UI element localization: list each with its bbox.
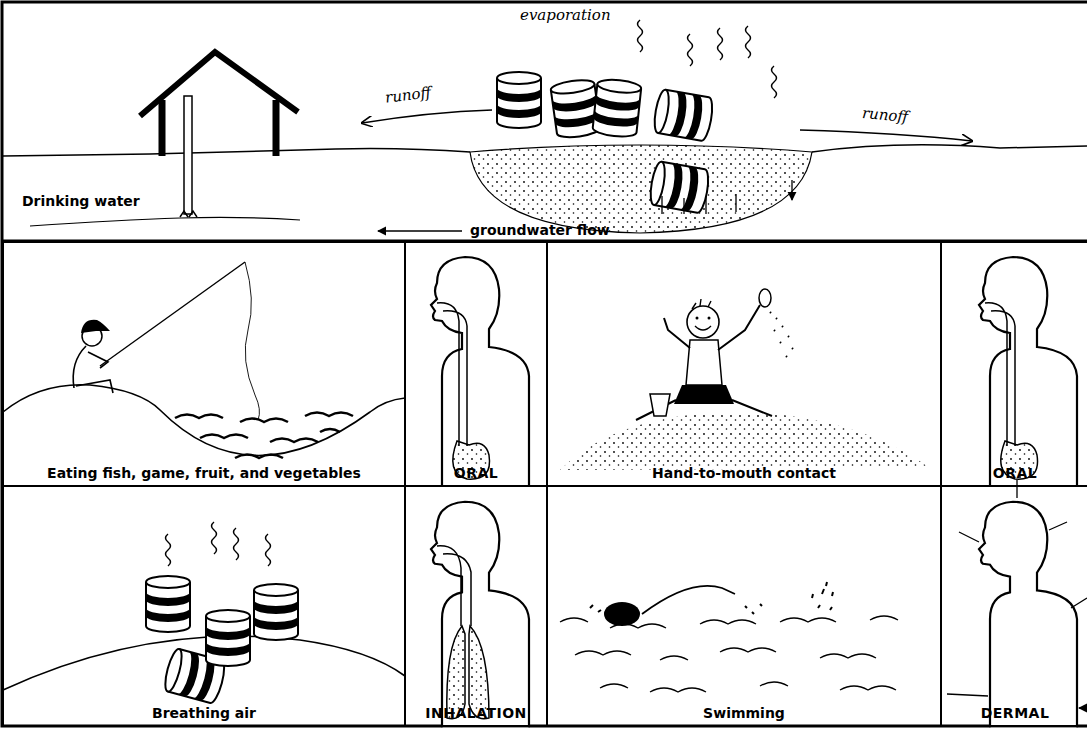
child-shorts — [674, 385, 734, 404]
child-limbs — [636, 305, 772, 420]
route-box: ORAL — [940, 241, 1087, 487]
child-face — [692, 299, 711, 330]
sand-pile — [560, 412, 930, 470]
ground-line — [3, 145, 1087, 156]
skin-arrow — [947, 480, 1087, 708]
body — [431, 502, 529, 728]
trachea — [437, 546, 471, 626]
child-shirt — [686, 340, 722, 385]
runoff-arrow — [362, 110, 492, 123]
vapor — [266, 534, 271, 566]
process-label: evaporation — [520, 6, 611, 24]
exposure-panel: Swimming — [546, 485, 942, 727]
panel-caption: Breathing air — [6, 705, 402, 722]
panel-caption: Hand-to-mouth contact — [550, 465, 938, 482]
drum — [206, 610, 250, 666]
lake-bank — [3, 385, 405, 456]
route-box: ORAL — [404, 241, 548, 487]
oral-figure — [431, 257, 529, 486]
drum — [652, 89, 715, 142]
panel-caption: Eating fish, game, fruit, and vegetables — [6, 465, 402, 482]
vapor — [234, 528, 239, 560]
child-eye — [708, 317, 711, 320]
bucket — [650, 394, 670, 416]
body — [431, 257, 529, 486]
swimmer-arm — [642, 586, 735, 614]
exposure-panel: Breathing air — [2, 485, 406, 727]
fisher-cap — [81, 320, 110, 333]
lung — [447, 626, 465, 719]
body — [979, 502, 1077, 728]
dermal-figure — [947, 480, 1087, 727]
contaminated-soil — [470, 145, 812, 233]
flow-label: runoff — [861, 104, 909, 126]
fisher-body — [73, 346, 113, 393]
oral-figure — [979, 257, 1077, 486]
inhalation-figure — [431, 502, 529, 728]
fishing-line — [245, 262, 259, 420]
house-wall — [162, 100, 276, 156]
route-label: INHALATION — [408, 705, 544, 722]
esophagus — [985, 303, 1015, 446]
route-label: DERMAL — [944, 705, 1086, 722]
water-table — [30, 217, 300, 226]
buried-drum — [648, 161, 711, 214]
exposure-panel: Hand-to-mouth contact — [546, 241, 942, 487]
well-intake — [180, 211, 197, 217]
vapor — [166, 534, 171, 566]
flow-label: runoff — [384, 83, 432, 106]
water-waves — [175, 413, 353, 459]
leak-arrow — [662, 180, 792, 214]
route-label: ORAL — [944, 465, 1086, 482]
drum — [146, 576, 190, 632]
vapor — [718, 28, 723, 60]
groundwater-arrow — [378, 230, 462, 231]
vapor — [212, 522, 217, 554]
water-waves — [560, 616, 898, 692]
shovel — [759, 289, 771, 307]
route-label: ORAL — [408, 465, 544, 482]
exposure-panel: Eating fish, game, fruit, and vegetables — [2, 241, 406, 487]
vapor — [772, 66, 777, 98]
vapor — [638, 20, 643, 52]
drum — [497, 72, 541, 128]
vapor — [688, 34, 693, 66]
esophagus — [437, 303, 467, 446]
sand-spray — [770, 312, 793, 357]
fishing-rod — [100, 262, 245, 366]
flow-label: groundwater flow — [470, 222, 610, 238]
drum — [592, 78, 642, 138]
child-head — [687, 306, 719, 338]
drum — [254, 584, 298, 640]
splash — [590, 582, 833, 614]
vapor — [746, 26, 751, 58]
child-eye — [696, 317, 699, 320]
swimmer-head — [604, 602, 640, 626]
lung — [469, 626, 489, 719]
route-box: INHALATION — [404, 485, 548, 727]
well-pipe — [184, 96, 192, 214]
route-box: DERMAL — [940, 485, 1087, 727]
receptor-label: Drinking water — [22, 193, 140, 209]
body — [979, 257, 1077, 486]
runoff-arrow — [800, 130, 972, 141]
panel-caption: Swimming — [550, 705, 938, 722]
